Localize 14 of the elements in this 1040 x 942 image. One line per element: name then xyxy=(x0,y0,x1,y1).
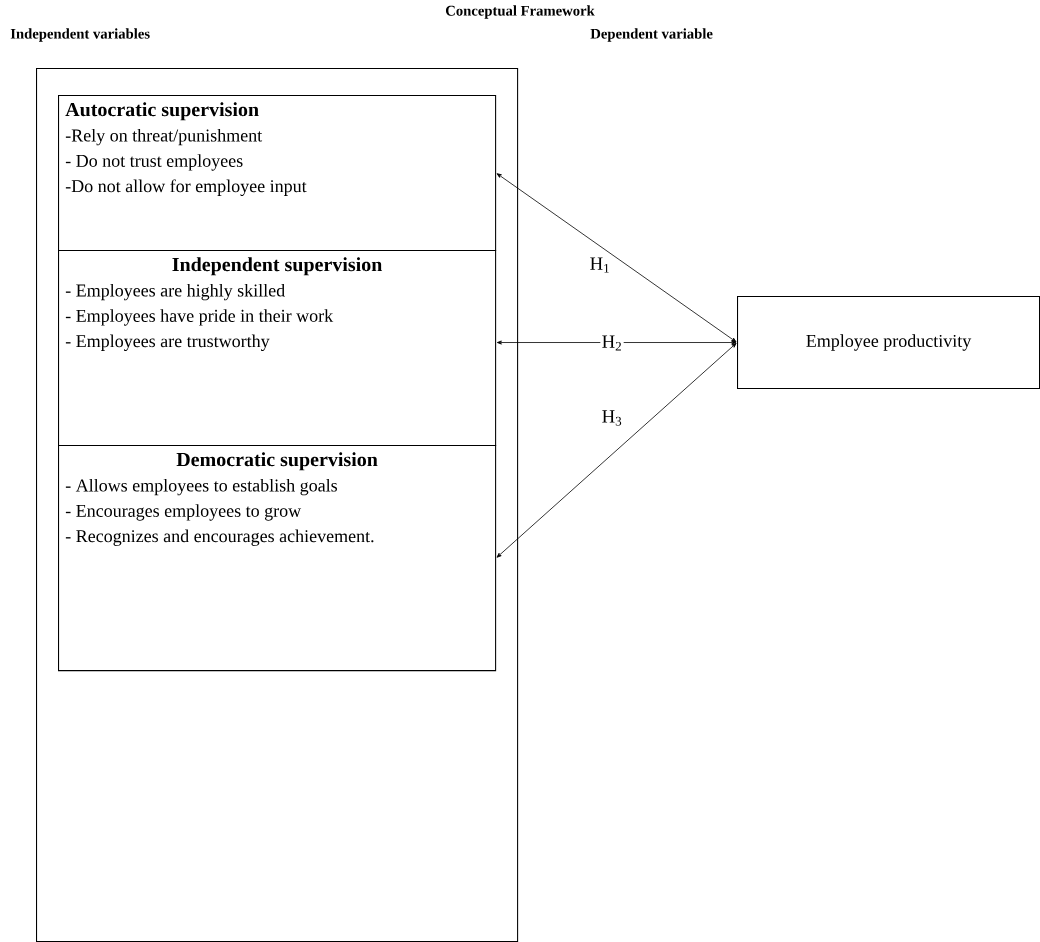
arrow xyxy=(496,173,737,343)
edge-label: H$_{2}$ xyxy=(600,334,624,352)
outer-frame xyxy=(36,68,519,942)
column-heading: Dependent variable xyxy=(590,28,713,42)
text-box: Democratic supervision - Allows employees to establish goals - Encourages employees to grow - Recognizes and encourages achievement. xyxy=(58,445,497,672)
column-heading: Independent variables xyxy=(10,28,150,42)
title: Conceptual Framework xyxy=(445,5,595,19)
arrow xyxy=(496,340,737,345)
edge-label: H$_{1}$ xyxy=(588,256,612,274)
text-box: Employee productivity xyxy=(737,296,1040,390)
edge-label: H$_{3}$ xyxy=(600,409,624,427)
text-box: Independent supervision - Employees are highly skilled - Employees have pride in their work - Employees are trustworthy xyxy=(58,250,497,446)
arrow xyxy=(496,342,737,558)
text-box: Autocratic supervision -Rely on threat/punishment - Do not trust employees -Do not allow for employee input xyxy=(58,95,497,251)
